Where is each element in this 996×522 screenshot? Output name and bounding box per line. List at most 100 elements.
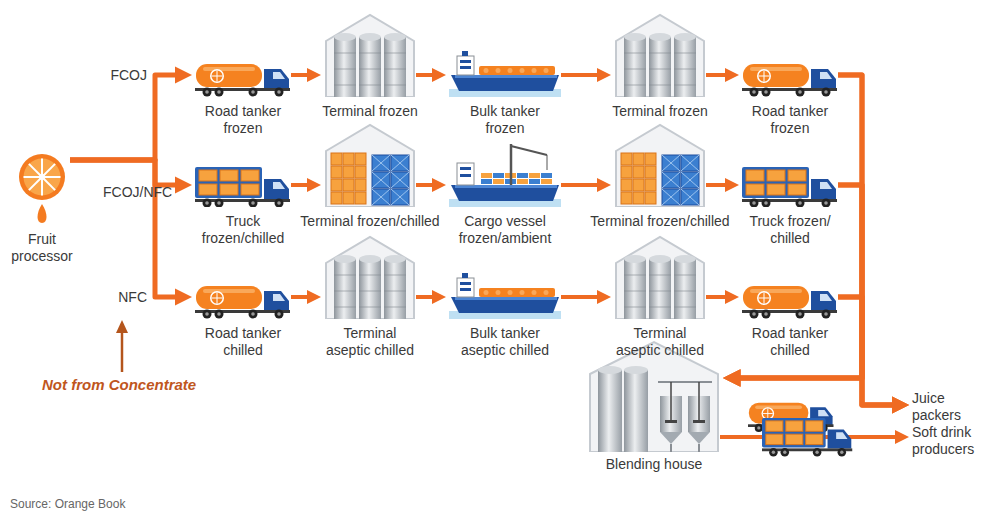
silo-terminal-drawing-part	[674, 275, 696, 276]
road-tanker-drawing-part	[215, 88, 224, 97]
cargo-vessel-drawing-part	[481, 173, 492, 178]
bulk-tanker-ship-drawing	[449, 51, 561, 97]
silo-terminal-drawing-part	[384, 275, 406, 276]
blending-house-drawing-part	[624, 366, 648, 374]
silo-terminal-drawing-part	[334, 259, 356, 319]
silo-terminal-drawing-part	[334, 275, 356, 276]
silo-terminal-drawing-part	[624, 275, 646, 276]
delivery-trucks-part-part	[755, 405, 802, 409]
warehouse-terminal-drawing-part	[343, 179, 354, 191]
road-tanker-drawing-part	[217, 312, 221, 316]
fruit-processor: Fruit processor	[14, 153, 70, 265]
silo-terminal-drawing	[324, 13, 416, 97]
road-tanker-drawing-part	[764, 293, 765, 304]
road-tanker-drawing-part	[249, 88, 258, 97]
silo-terminal-node: Terminal frozen	[324, 13, 416, 120]
silo-terminal-drawing-part	[334, 255, 356, 263]
bulk-tanker-ship-drawing-part	[460, 60, 471, 63]
road-tanker-drawing-part	[277, 312, 281, 316]
cargo-vessel-drawing-part	[481, 179, 492, 184]
node-label: Soft drink producers	[912, 424, 992, 458]
road-tanker-drawing-part	[796, 88, 805, 97]
silo-terminal-drawing	[614, 13, 706, 97]
node-label: Bulk tanker frozen	[455, 103, 555, 137]
road-tanker-drawing-part	[217, 293, 218, 304]
road-tanker-drawing-part	[210, 69, 224, 83]
bulk-tanker-ship	[449, 51, 561, 97]
road-tanker-drawing-part	[277, 90, 281, 94]
flow-arrow	[70, 160, 182, 185]
box-truck-drawing-part	[742, 167, 809, 198]
silo-terminal-drawing-part	[624, 37, 646, 97]
annotation-label: Not from Concentrate	[42, 376, 196, 393]
silo-terminal-drawing-part	[384, 33, 406, 41]
warehouse-terminal-drawing-part	[391, 189, 409, 205]
box-truck-drawing-part	[746, 170, 764, 181]
road-tanker-drawing-part	[203, 310, 212, 319]
silo-terminal-drawing-part	[334, 291, 356, 292]
road-tanker-node: Road tanker chilled	[742, 283, 838, 359]
delivery-trucks-part-part	[769, 448, 778, 457]
flow-arrow	[561, 295, 603, 299]
delivery-trucks-part-part	[786, 434, 803, 444]
warehouse-terminal-drawing-part	[633, 192, 644, 204]
box-truck-drawing-part	[249, 199, 258, 208]
blending-house-drawing-part	[698, 444, 700, 452]
cargo-vessel-drawing-part	[529, 173, 540, 178]
blending-house-drawing-part	[624, 370, 648, 452]
cargo-vessel-drawing-part	[511, 146, 547, 155]
warehouse-terminal-drawing-part	[355, 192, 366, 204]
cargo-vessel-drawing-part	[517, 173, 528, 178]
blending-house-drawing-part	[598, 366, 622, 374]
delivery-trucks-part-part	[762, 418, 826, 447]
warehouse-terminal-drawing-part	[633, 166, 644, 178]
road-tanker-drawing-part	[796, 310, 805, 319]
road-tanker	[742, 283, 838, 319]
bulk-tanker-ship-drawing-part	[496, 290, 501, 295]
silo-terminal-drawing-part	[616, 237, 704, 319]
blending-house-drawing-part	[658, 381, 712, 383]
road-tanker-drawing-part	[264, 69, 289, 89]
node-label: Bulk tanker aseptic chilled	[455, 325, 555, 359]
silo-terminal	[614, 13, 706, 97]
flow-arrow	[291, 73, 313, 77]
node-label: Terminal frozen	[590, 103, 730, 120]
warehouse-terminal-drawing-part	[372, 172, 390, 188]
delivery-trucks-part	[748, 403, 834, 432]
warehouse-terminal-drawing-part	[662, 189, 680, 205]
box-truck-drawing-part	[264, 179, 289, 199]
silo-terminal-drawing-part	[649, 53, 671, 54]
node-label: Fruit processor	[2, 231, 82, 265]
box-truck-drawing-part	[764, 201, 768, 205]
delivery-trucks-part-part	[818, 410, 829, 416]
box-truck-drawing-part	[203, 199, 212, 208]
road-tanker-drawing-part	[824, 90, 828, 94]
box-truck-drawing-part	[824, 201, 828, 205]
silo-terminal-drawing-part	[624, 259, 646, 319]
silo-terminal-drawing-part	[334, 37, 356, 97]
silo-terminal-drawing-part	[649, 307, 671, 308]
box-truck-drawing-part	[750, 199, 759, 208]
blending-house-drawing-part	[688, 432, 710, 444]
delivery-trucks-part-part	[767, 409, 768, 419]
flow-arrow	[70, 75, 182, 160]
blending-house-drawing-part	[590, 342, 718, 452]
silo-terminal-drawing-part	[384, 69, 406, 70]
silo-terminal-drawing	[614, 235, 706, 319]
box-truck-drawing-part	[205, 201, 209, 205]
road-tanker-node: Road tanker frozen	[742, 61, 838, 137]
cargo-vessel-drawing-part	[517, 179, 528, 184]
box-truck-drawing-part	[220, 170, 238, 181]
bulk-tanker-ship-drawing-part	[484, 290, 489, 295]
edge-label: FCOJ/NFC	[103, 184, 147, 201]
flow-arrow	[561, 73, 603, 77]
silo-terminal-drawing-part	[334, 33, 356, 41]
road-tanker-drawing-part	[822, 310, 831, 319]
box-truck-drawing-part	[788, 184, 806, 195]
node-label: Road tanker chilled	[740, 325, 840, 359]
bulk-tanker-ship-drawing-part	[479, 66, 555, 75]
fruit-icon-drawing-part	[38, 204, 47, 223]
road-tanker-drawing-part	[217, 71, 218, 82]
road-tanker-drawing-part	[757, 291, 771, 305]
